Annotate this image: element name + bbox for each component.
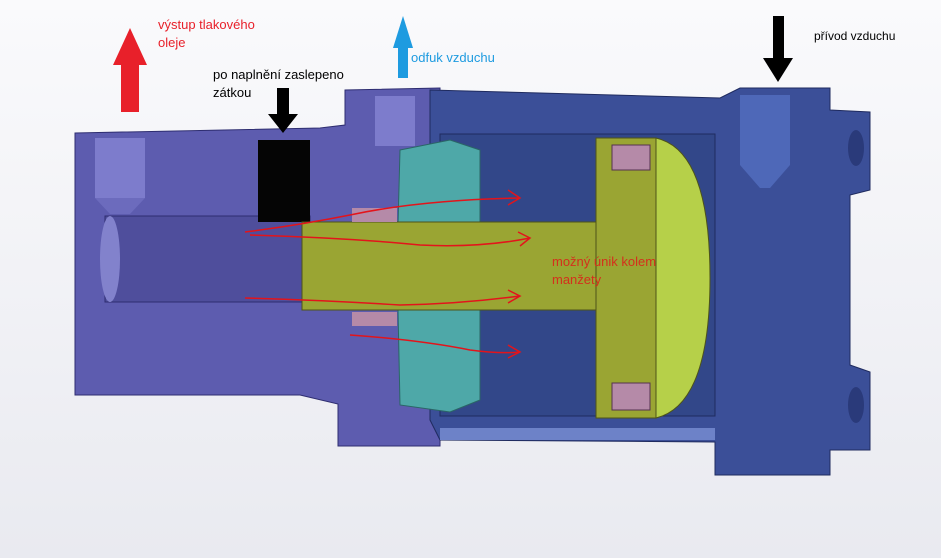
oil-port <box>95 138 145 198</box>
piston-rod <box>301 221 603 311</box>
piston <box>595 137 657 419</box>
rod-seal-top <box>352 208 397 222</box>
bolt-top <box>848 130 864 166</box>
oil-bore-end <box>100 216 120 302</box>
rod-guide-bottom <box>397 309 481 413</box>
seal-top <box>611 144 651 171</box>
air-inlet-cone <box>740 165 790 188</box>
air-inlet-arrow <box>763 16 793 82</box>
air-exhaust-label: odfuk vzduchu <box>411 50 495 65</box>
tie-rod <box>440 428 715 440</box>
air-inlet-port <box>740 95 790 165</box>
plug-note-label: po naplnění zaslepeno zátkou <box>213 66 344 102</box>
oil-port-cone <box>95 198 145 214</box>
exhaust-port <box>375 96 415 146</box>
oil-outlet-line1: výstup tlakového <box>158 17 255 32</box>
leak-paths <box>244 189 532 359</box>
leak-note-line1: možný únik kolem <box>552 254 657 269</box>
air-exhaust-arrow <box>393 16 413 78</box>
piston-face <box>655 137 711 419</box>
plug-note-line2: zátkou <box>213 85 252 100</box>
seal-bottom <box>611 382 651 411</box>
air-inlet-label: přívod vzduchu <box>814 29 896 43</box>
plug-arrow <box>268 88 298 133</box>
bolt-bottom <box>848 387 864 423</box>
plug <box>258 140 310 222</box>
oil-bore <box>104 215 311 303</box>
rod-seal-bottom <box>352 312 397 326</box>
rod-guide-top <box>397 139 481 226</box>
plug-note-line1: po naplnění zaslepeno <box>213 67 344 82</box>
oil-outlet-label: výstup tlakového oleje <box>158 16 255 52</box>
leak-note-label: možný únik kolem manžety <box>552 253 656 289</box>
leak-note-line2: manžety <box>552 272 602 287</box>
oil-outlet-line2: oleje <box>158 35 186 50</box>
oil-outlet-arrow <box>113 28 147 112</box>
